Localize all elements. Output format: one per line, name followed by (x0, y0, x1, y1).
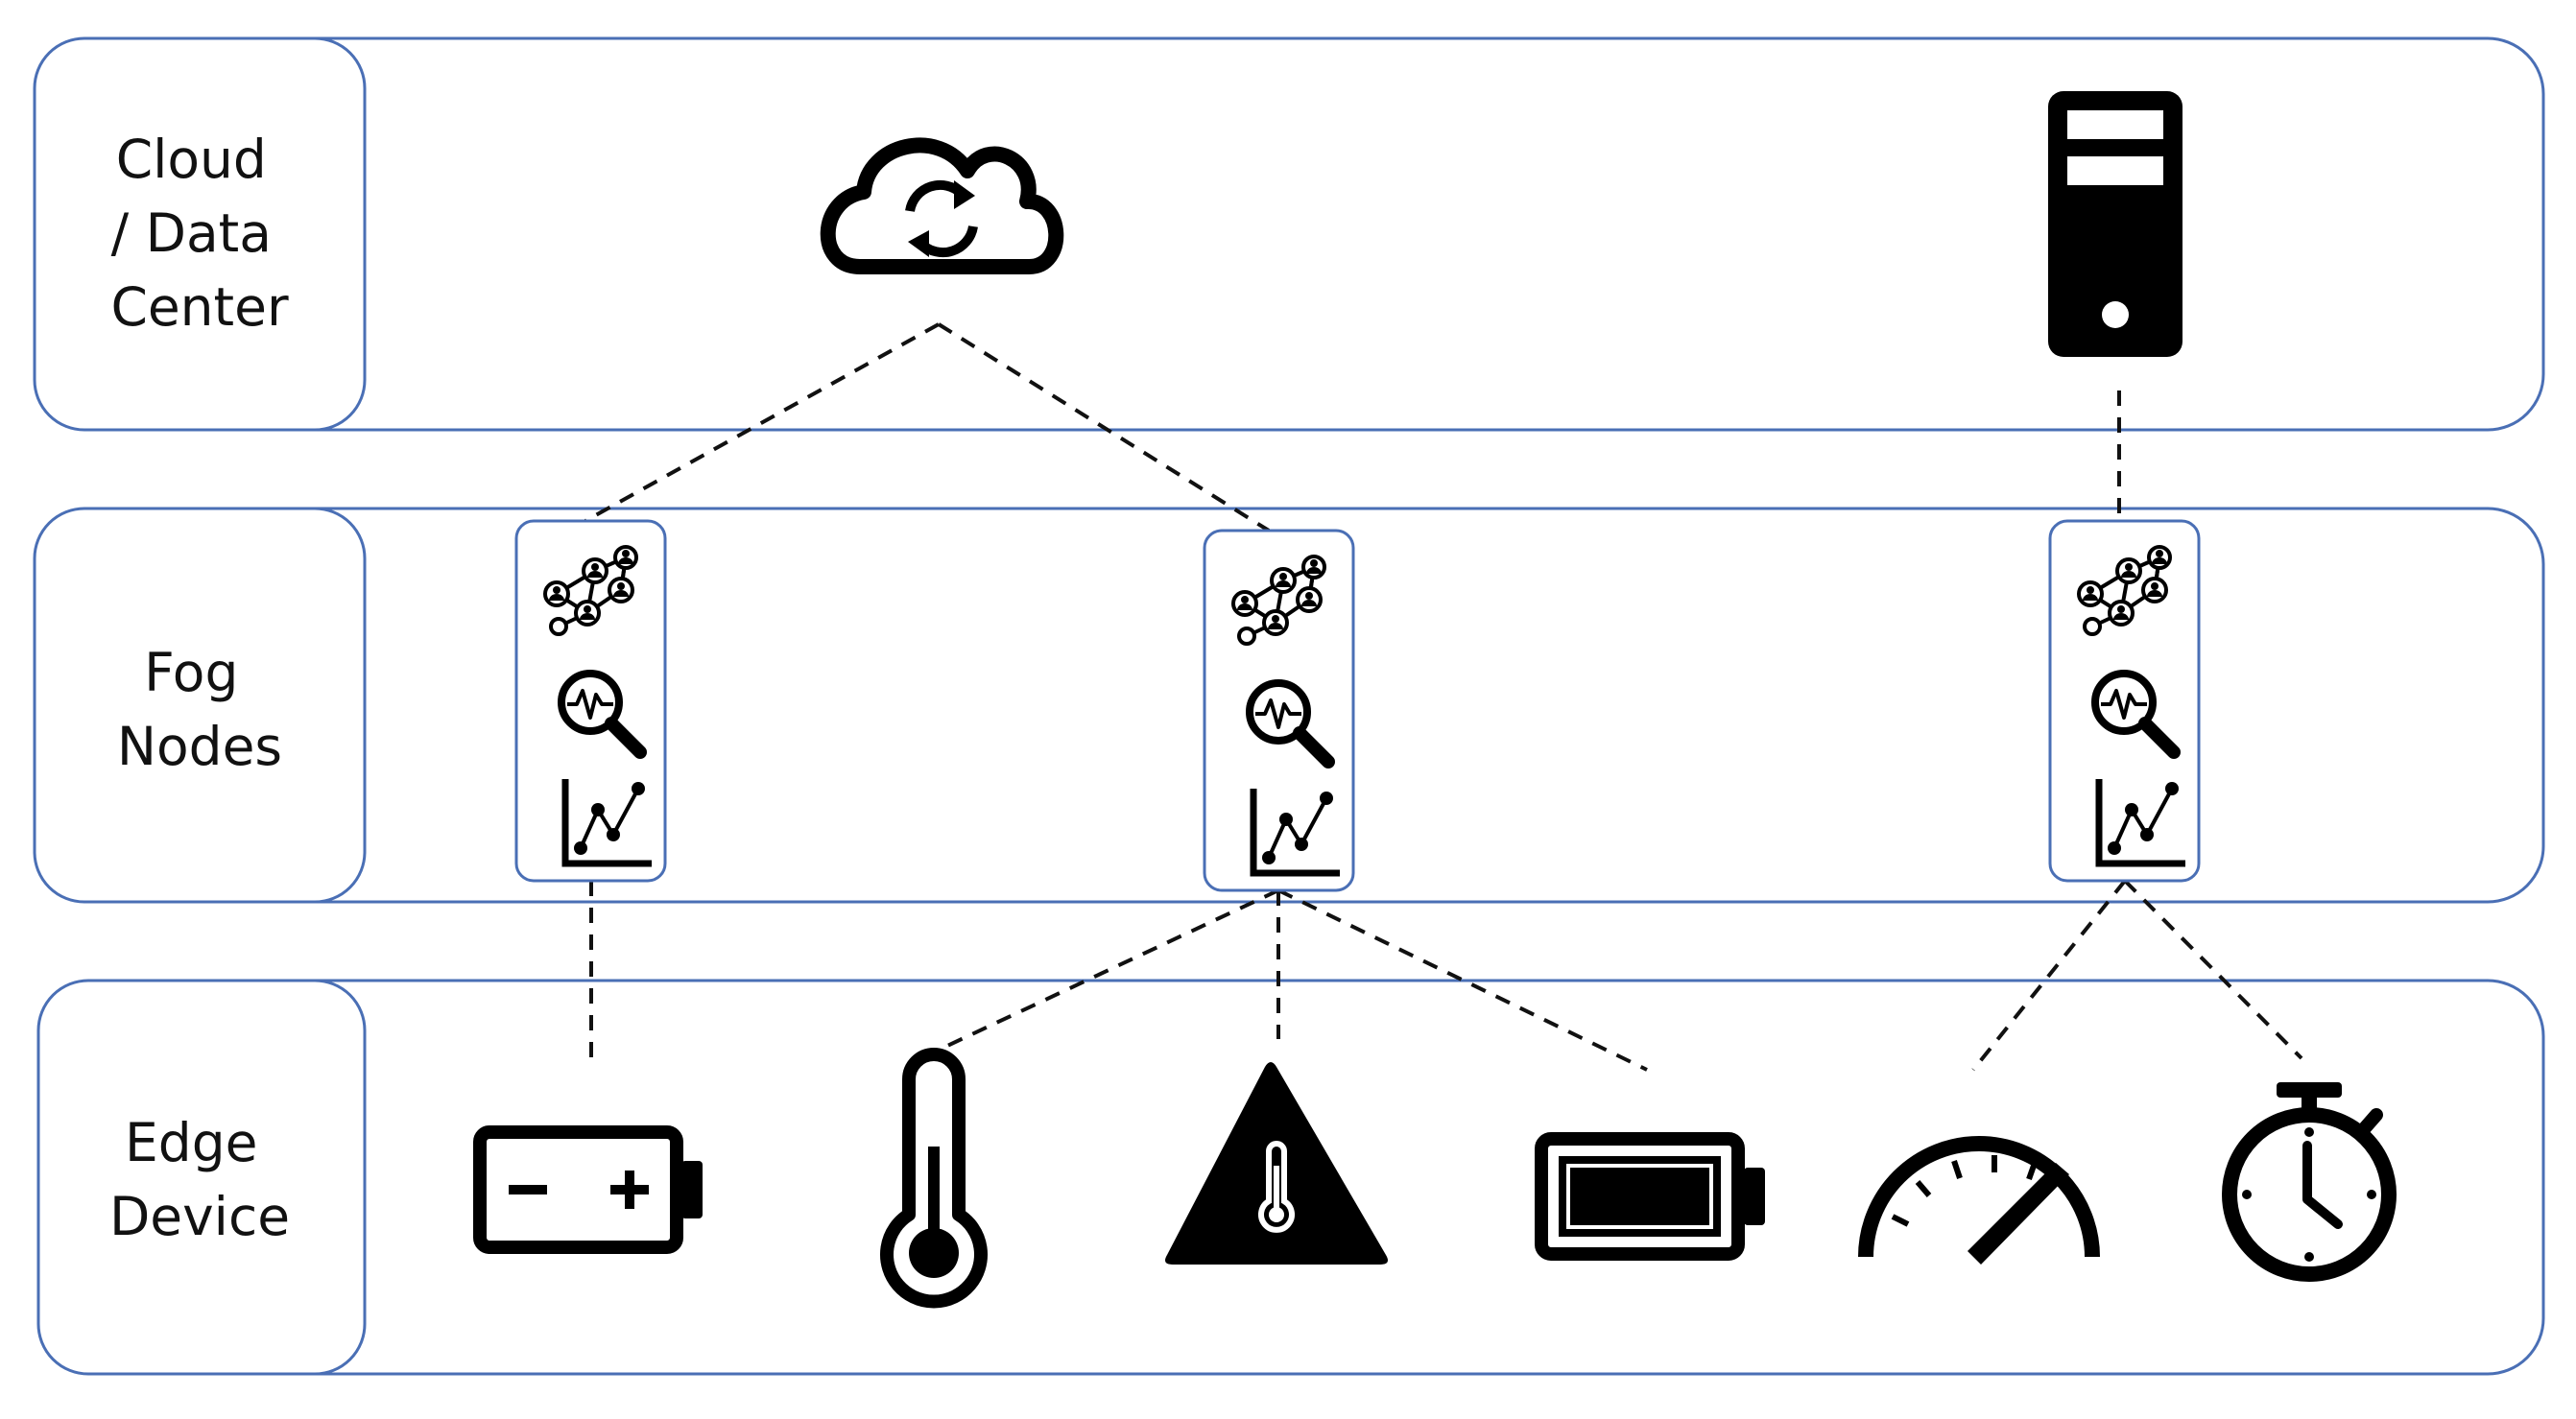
fog-label-line-2: Nodes (117, 716, 282, 777)
fog-node-3 (2048, 519, 2201, 883)
server-tower-icon (2048, 91, 2182, 357)
cloud-label-line-3: Center (110, 276, 289, 338)
fog-node-1 (514, 519, 667, 883)
link-cloud-fog1 (584, 322, 940, 523)
fog-label-line-1: Fog (144, 642, 238, 703)
links (584, 322, 2303, 1072)
edge-label-line-1: Edge (125, 1112, 257, 1173)
speedometer-icon (1858, 1136, 2100, 1265)
link-cloud-fog2 (937, 322, 1271, 532)
cloud-label-line-1: Cloud (116, 129, 267, 190)
battery-full-icon (1535, 1132, 1765, 1261)
cloud-sync-icon (820, 137, 1064, 274)
edge-label-line-2: Device (109, 1186, 290, 1247)
tier-cloud (33, 36, 2545, 432)
thermometer-icon (880, 1048, 988, 1309)
temperature-warning-icon (1165, 1062, 1388, 1265)
link-fog2-battery-full (1277, 888, 1648, 1072)
edge-tier-label: Edge Device (109, 1112, 290, 1247)
link-fog2-thermometer (930, 888, 1279, 1055)
fog-node-2 (1203, 529, 1355, 892)
cloud-tier-label: Cloud / Data Center (110, 129, 289, 338)
battery-charge-icon (473, 1125, 703, 1254)
stopwatch-icon (2222, 1082, 2397, 1282)
fog-tier-label: Fog Nodes (117, 642, 282, 777)
link-fog3-stopwatch (2123, 879, 2303, 1060)
link-fog3-speedometer (1971, 879, 2127, 1072)
cloud-label-line-2: / Data (111, 202, 272, 264)
